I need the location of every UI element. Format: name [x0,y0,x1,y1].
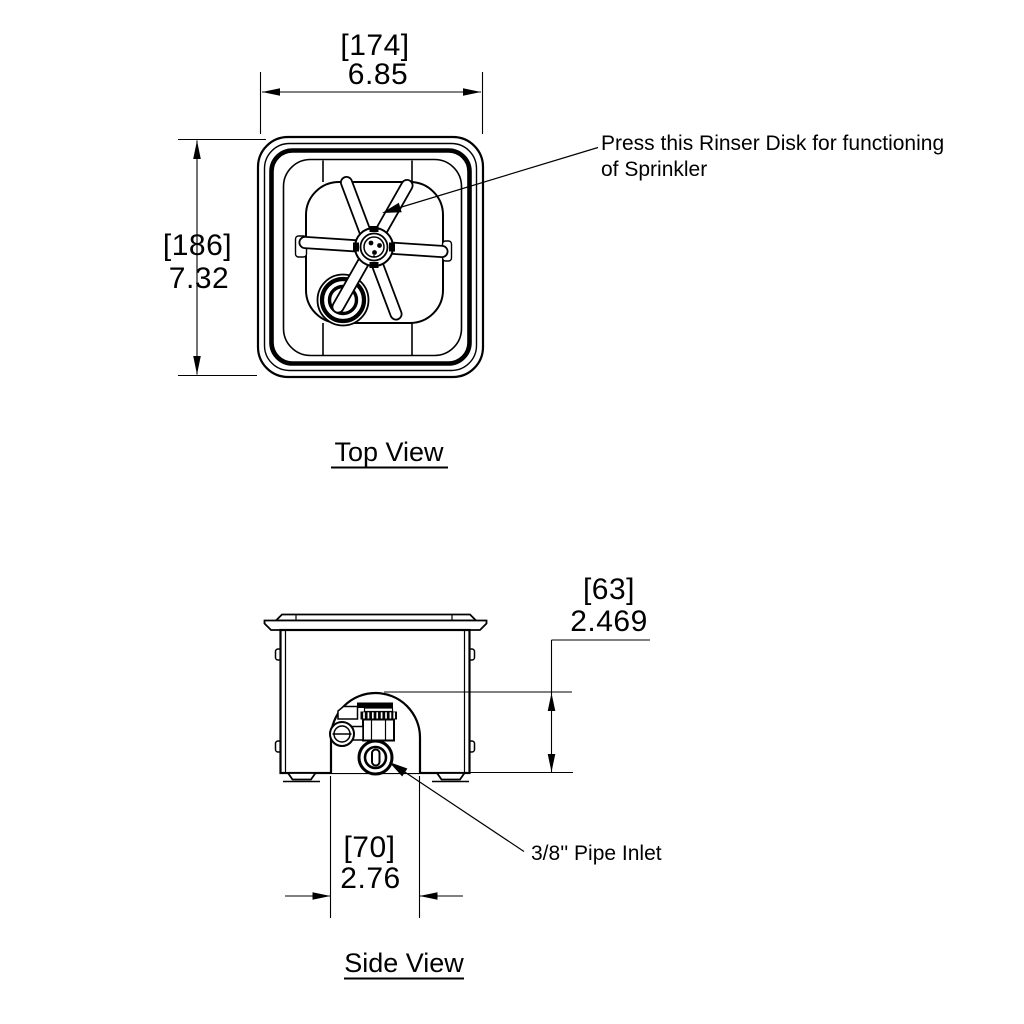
arrowhead-left [262,88,280,96]
dim-186-inch: 7.32 [169,262,229,295]
arrowhead-down [193,356,201,375]
side-fitting-block [337,705,359,720]
valve-body [362,718,395,742]
rinser-note-line1: Press this Rinser Disk for functioning [601,132,944,155]
top-view-title: Top View [331,437,448,469]
dim-174-mm: [174] [340,29,409,62]
arrowhead-left [419,892,438,900]
bolt-head [329,721,355,747]
dimension-side-height: [63] 2.469 [384,573,650,774]
arrowhead-up [193,140,201,159]
rinser-star [298,176,449,321]
side-view-label: Side View [344,948,464,978]
arrowhead-down [547,754,556,772]
gasket-ring [269,148,472,366]
cover-inner-edge [263,142,478,372]
arrowhead-right [463,88,481,96]
dim-186-mm: [186] [163,229,232,262]
top-view-label: Top View [334,437,444,467]
threaded-section [360,711,397,720]
dim-174-inch: 6.85 [348,58,408,91]
inlet-arrowhead [389,762,408,777]
rinser-note-line2: of Sprinkler [601,158,707,181]
feet [283,772,469,783]
fitting-cap [357,702,393,708]
pipe-inlet-port [357,739,394,776]
side-view-title: Side View [344,948,464,980]
dimension-side-width: [70] 2.76 [285,776,463,918]
side-view: 3/8'' Pipe Inlet [63] 2.469 [70] 2.76 [263,573,662,980]
inner-frame [282,158,463,357]
dim-63-inch: 2.469 [570,605,648,638]
dim-70-inch: 2.76 [340,862,400,895]
dim-70-mm: [70] [343,831,395,864]
pipe-inlet-label: 3/8'' Pipe Inlet [531,842,662,865]
basin-tabs [322,160,413,355]
dim-63-mm: [63] [583,573,635,606]
rinser-disk-hub [353,226,395,268]
pipe-inlet-note: 3/8'' Pipe Inlet [389,762,662,865]
dimension-top-width: [174] 6.85 [259,29,484,134]
inlet-plumbing [329,702,397,776]
flange-base-plate [263,619,488,631]
arrowhead-right [312,892,331,900]
dimension-top-height: [186] 7.32 [163,138,266,377]
rinser-note: Press this Rinser Disk for functioning o… [382,132,944,213]
top-view: [174] 6.85 [186] 7.32 Press this Rinser … [163,29,944,469]
hub-dots [368,240,382,258]
arrowhead-up [547,693,556,711]
note-arrowhead [382,202,402,213]
hub-teeth [353,226,395,268]
